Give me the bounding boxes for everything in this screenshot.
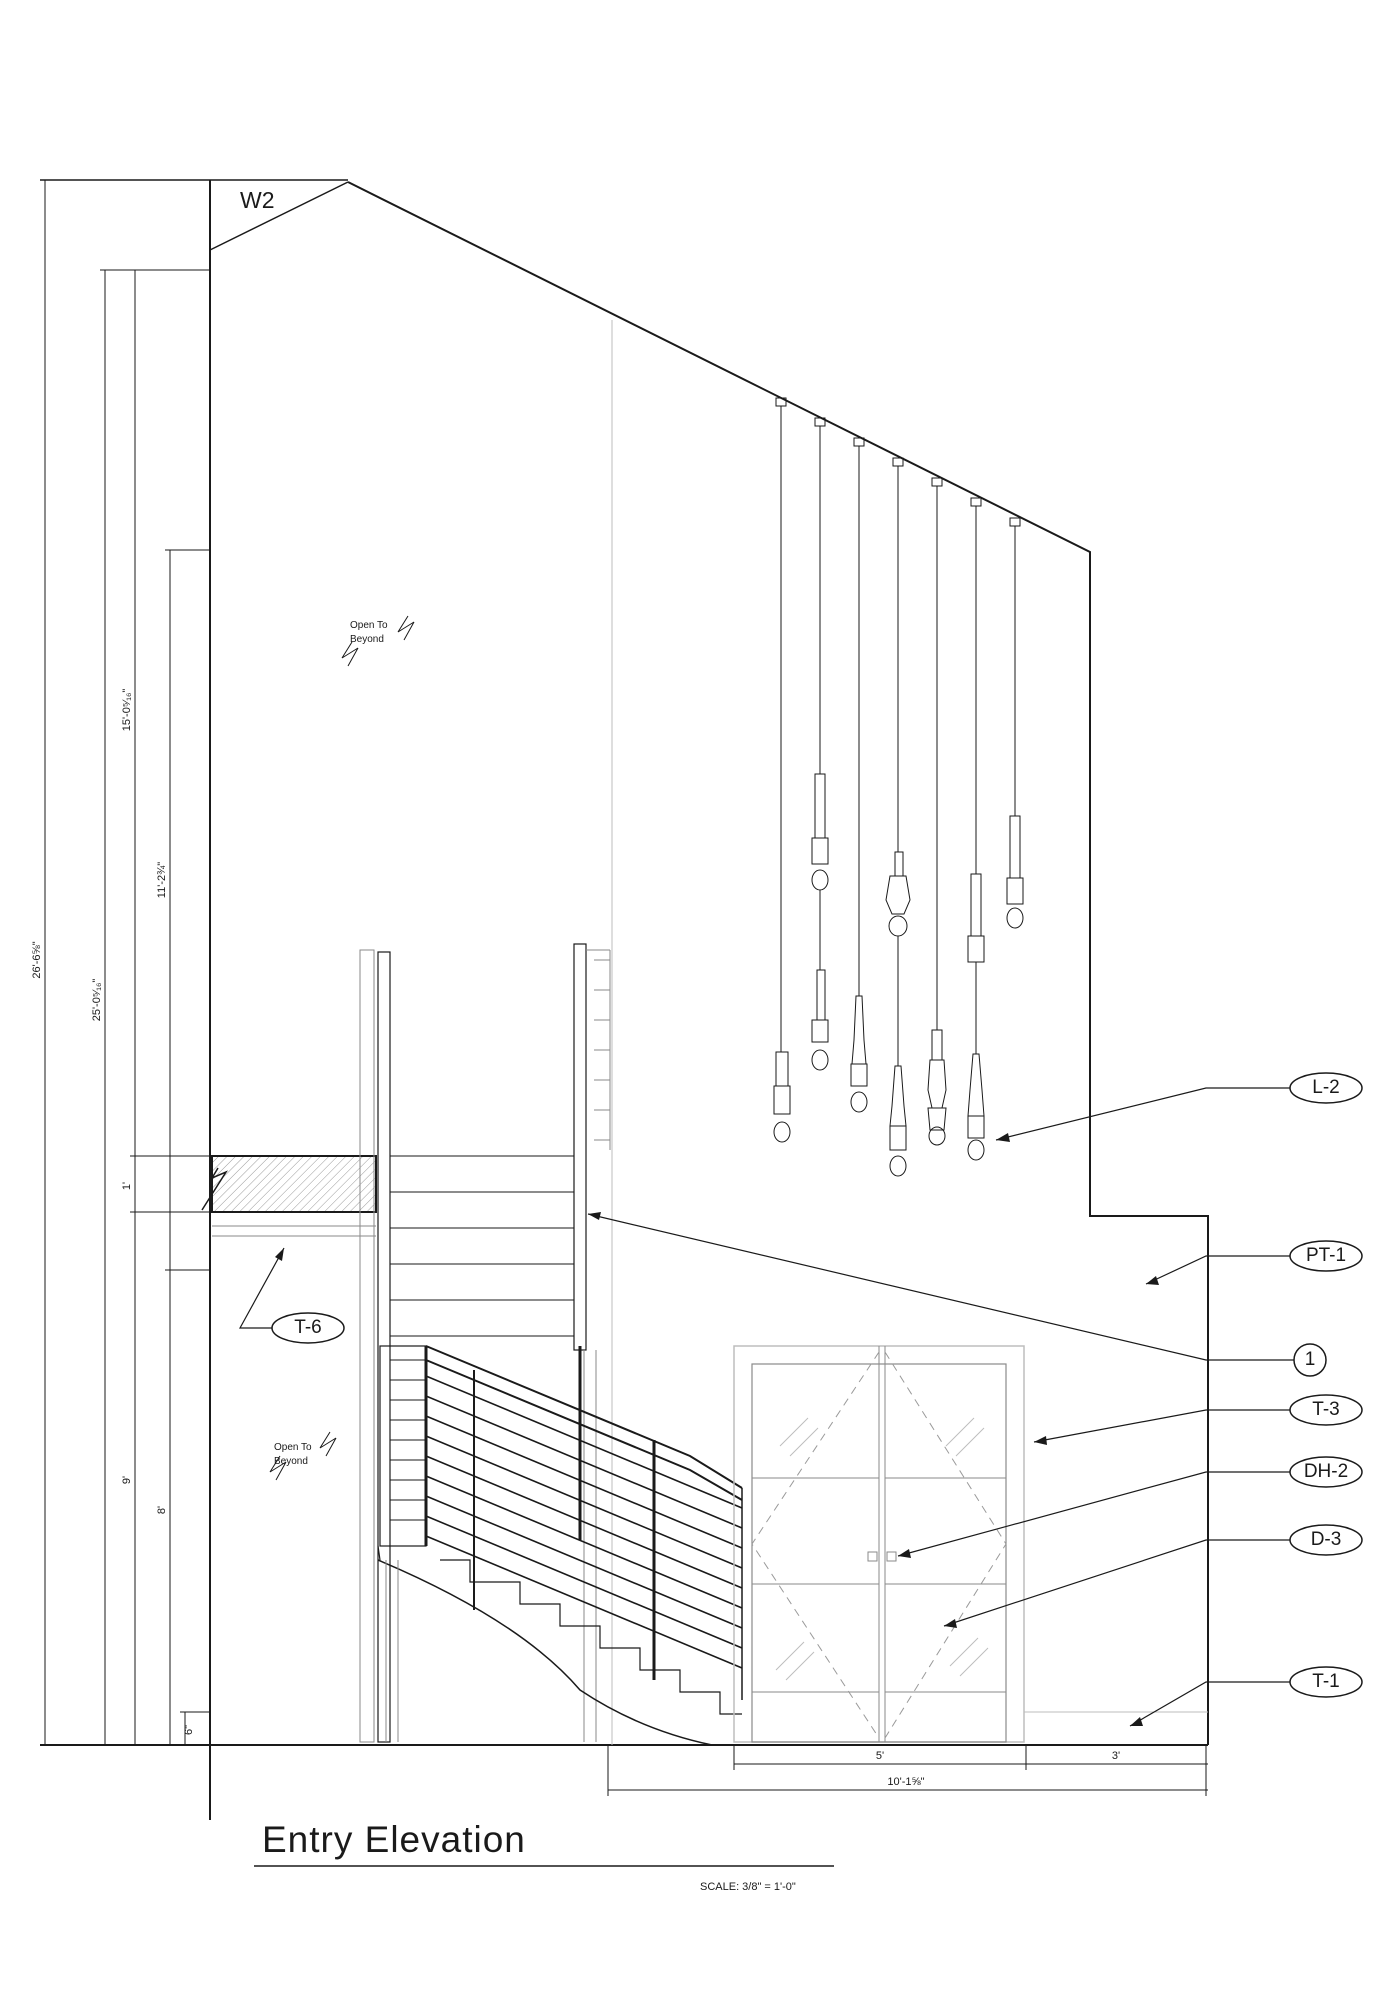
svg-text:Open To: Open To xyxy=(274,1442,312,1453)
dim-lower-height: 9' xyxy=(121,1476,133,1484)
svg-text:L-2: L-2 xyxy=(1312,1077,1339,1098)
tag-t3: T-3 xyxy=(1033,1394,1363,1445)
dim-ceiling-height: 25'-0⁵⁄₁₆" xyxy=(91,979,103,1022)
svg-text:1: 1 xyxy=(1305,1349,1316,1370)
dim-bottom-width: 10'-1⅝" xyxy=(887,1776,924,1788)
svg-text:PT-1: PT-1 xyxy=(1306,1245,1346,1266)
pendant-5 xyxy=(927,477,947,1146)
vertical-dimensions xyxy=(40,180,212,1746)
window-tag-w2: W2 xyxy=(240,187,275,213)
note-open-to-beyond-lower: Open To Beyond xyxy=(269,1431,337,1481)
tag-dh2: DH-2 xyxy=(897,1456,1363,1558)
tag-l2: L-2 xyxy=(995,1072,1363,1142)
floor-slab xyxy=(201,1155,377,1237)
pendant-2 xyxy=(811,417,829,1071)
horizontal-dimensions xyxy=(607,1745,1208,1796)
dim-lower-room: 8' xyxy=(156,1506,168,1514)
svg-text:T-1: T-1 xyxy=(1312,1671,1339,1692)
svg-text:Beyond: Beyond xyxy=(350,634,384,645)
double-door xyxy=(733,1345,1208,1743)
svg-text:T-3: T-3 xyxy=(1312,1399,1339,1420)
drawing-scale: SCALE: 3/8" = 1'-0" xyxy=(700,1881,796,1893)
pendant-1 xyxy=(773,397,791,1143)
upper-stair xyxy=(359,943,611,1743)
tag-t1: T-1 xyxy=(1129,1666,1363,1727)
tag-pt1: PT-1 xyxy=(1145,1240,1363,1285)
svg-text:Beyond: Beyond xyxy=(274,1456,308,1467)
pendant-6 xyxy=(967,497,985,1161)
dim-floor-thickness: 1' xyxy=(121,1182,133,1190)
dim-upper-room: 11'-2¾" xyxy=(156,862,168,898)
tag-d3: D-3 xyxy=(943,1524,1363,1628)
pendant-4 xyxy=(885,457,911,1177)
dim-side-width: 3' xyxy=(1112,1750,1120,1762)
dim-upper-height: 15'-0⁵⁄₁₆" xyxy=(121,689,133,732)
note-open-to-beyond-upper: Open To Beyond xyxy=(341,615,415,667)
pendant-7 xyxy=(1006,517,1024,929)
svg-text:D-3: D-3 xyxy=(1311,1529,1342,1550)
tag-t6: T-6 xyxy=(238,1247,345,1344)
dim-door-width: 5' xyxy=(876,1750,884,1762)
drawing-title: Entry Elevation xyxy=(262,1819,526,1860)
lower-stair-railing xyxy=(377,1345,743,1746)
svg-text:T-6: T-6 xyxy=(294,1317,321,1338)
pendant-3 xyxy=(850,437,868,1113)
tag-1: 1 xyxy=(587,1212,1327,1377)
dim-base: 6" xyxy=(183,1725,195,1735)
svg-text:Open To: Open To xyxy=(350,620,388,631)
dim-overall-height: 26'-6⅝" xyxy=(31,941,43,978)
wall-outline xyxy=(40,179,1209,1820)
pendant-lights xyxy=(773,397,1024,1177)
svg-text:DH-2: DH-2 xyxy=(1304,1461,1348,1482)
